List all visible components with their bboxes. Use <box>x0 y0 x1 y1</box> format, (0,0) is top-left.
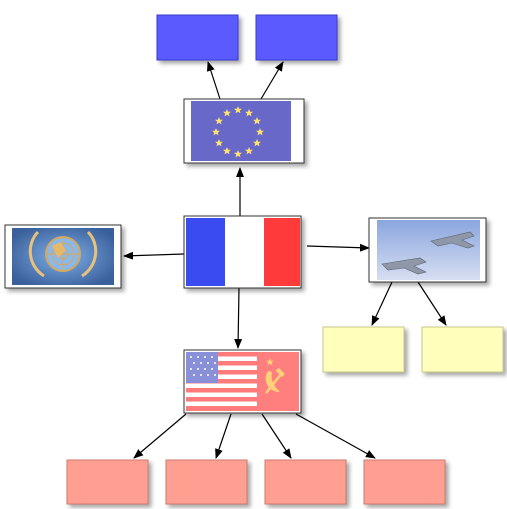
edge-usa-ussr-to-salmon-4 <box>295 413 376 459</box>
salmon-box-4[interactable] <box>363 459 446 505</box>
france-flag-node[interactable] <box>183 215 302 289</box>
edge-layer <box>123 61 447 459</box>
edge-france-to-jets <box>306 243 370 252</box>
un-emblem-node[interactable] <box>4 224 122 289</box>
blue-box-left[interactable] <box>156 14 239 61</box>
ussr-flag-icon <box>257 352 299 411</box>
un-continent <box>52 242 66 258</box>
edge-france-to-un <box>123 251 185 260</box>
salmon-box-3[interactable] <box>264 459 347 505</box>
edge-jets-to-yellow-right <box>417 281 447 326</box>
edge-usa-ussr-to-salmon-2 <box>215 413 232 459</box>
edge-france-to-usa-ussr <box>234 287 243 349</box>
blue-box-right[interactable] <box>255 14 338 61</box>
eu-flag-node[interactable] <box>183 98 305 164</box>
un-wreath <box>28 230 98 278</box>
jet-shapes <box>381 231 475 275</box>
france-flag-icon <box>186 218 300 286</box>
edge-eu-to-blue-left <box>206 61 221 100</box>
european-union-flag-icon <box>191 101 291 161</box>
salmon-box-2[interactable] <box>165 459 248 505</box>
yellow-box-left[interactable] <box>322 326 405 373</box>
usa-flag-icon <box>186 352 257 411</box>
edge-eu-to-blue-right <box>260 61 284 100</box>
edge-usa-ussr-to-salmon-1 <box>133 413 187 459</box>
usa-ussr-flags-icon <box>186 352 299 411</box>
fighter-jets-icon <box>377 220 480 280</box>
yellow-box-right[interactable] <box>421 326 504 373</box>
salmon-box-1[interactable] <box>66 459 149 505</box>
edge-jets-to-yellow-left <box>371 281 393 326</box>
edge-usa-ussr-to-salmon-3 <box>261 413 292 459</box>
usa-ussr-flags-node[interactable] <box>183 349 302 414</box>
fighter-jets-node[interactable] <box>368 217 487 283</box>
